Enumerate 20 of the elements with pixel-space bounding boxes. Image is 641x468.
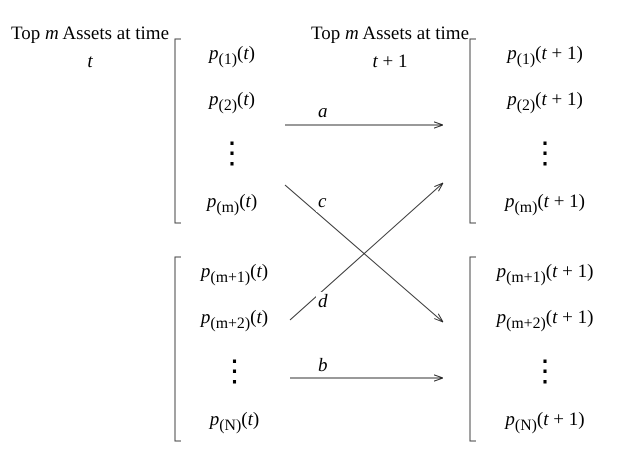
math-expression: p$_{(N)}$(t + 1) [505,408,585,436]
vertical-ellipsis: ⋮ [217,136,247,172]
math-expression: p$_{(m+1)}$(t) [200,260,268,288]
math-expression: p$_{(N)}$(t) [210,408,260,436]
math-expression: p$_{(2)}$(t) [209,88,255,116]
math-expression: p$_{(m)}$(t) [206,190,258,218]
column-heading: Top m Assets at time t + 1 [310,22,470,74]
arrow [284,121,444,129]
math-expression: p$_{(2)}$(t + 1) [507,88,583,116]
math-expression: p$_{(m+2)}$(t + 1) [496,306,594,334]
vertical-ellipsis: ⋮ [220,354,250,390]
math-expression: p$_{(m)}$(t + 1) [504,190,585,218]
arrow [290,374,444,382]
math-expression: p$_{(1)}$(t + 1) [507,42,583,70]
math-expression: p$_{(1)}$(t) [209,42,255,70]
column-heading: Top m Assets at time t [10,22,170,74]
math-expression: p$_{(m+1)}$(t + 1) [496,260,594,288]
vertical-ellipsis: ⋮ [530,136,560,172]
math-expression: p$_{(m+2)}$(t) [200,306,268,334]
vertical-ellipsis: ⋮ [530,354,560,390]
